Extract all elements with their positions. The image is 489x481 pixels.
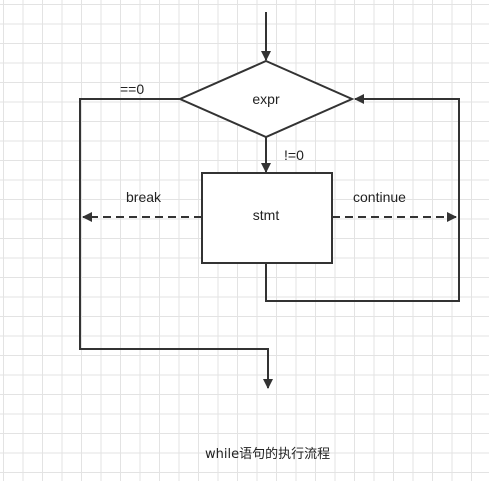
loop-back-path [265, 94, 460, 302]
false-branch-path [79, 98, 273, 389]
diagram-caption: while语句的执行流程 [205, 446, 330, 462]
expr-label: expr [252, 91, 280, 107]
break-label: break [126, 189, 162, 205]
stmt-label: stmt [253, 207, 280, 223]
false-branch-label: ==0 [120, 81, 144, 97]
stmt-box [201, 172, 333, 264]
continue-label: continue [353, 189, 406, 205]
true-branch-label: !=0 [284, 147, 304, 163]
